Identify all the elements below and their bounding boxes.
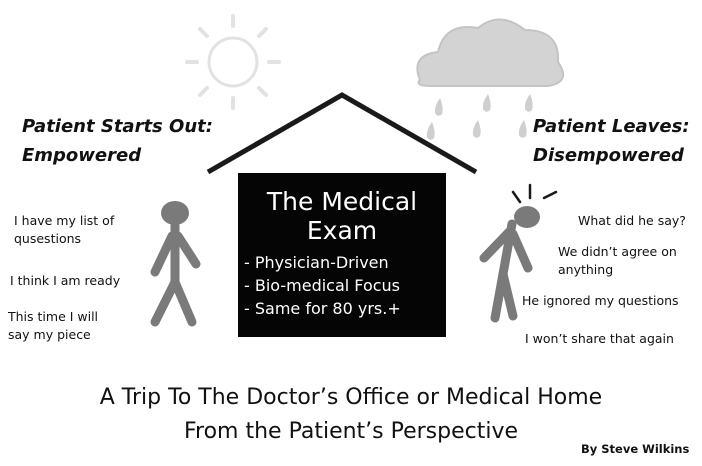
standing-person-icon — [150, 201, 201, 327]
right-thought: He ignored my questions — [522, 293, 679, 308]
right-thought: What did he say? — [578, 213, 686, 228]
rain-cloud-icon — [416, 18, 565, 140]
author-credit: By Steve Wilkins — [581, 442, 690, 456]
house-roof-icon — [206, 92, 478, 175]
right-heading-line2: Disempowered — [533, 145, 684, 166]
exam-list-item: - Bio-medical Focus — [244, 276, 400, 295]
caption-line1: A Trip To The Doctor’s Office or Medical… — [99, 385, 603, 410]
exam-title: The Medical Exam — [266, 187, 418, 245]
exam-list: - Physician-Driven - Bio-medical Focus -… — [244, 251, 446, 320]
slumped-person-icon — [479, 183, 558, 323]
caption-line2: From the Patient’s Perspective — [183, 419, 519, 444]
exam-list-item: - Same for 80 yrs.+ — [244, 299, 401, 318]
right-heading: Patient Leaves: Disempowered — [533, 116, 690, 166]
right-heading-line1: Patient Leaves: — [533, 116, 690, 137]
caption: A Trip To The Doctor’s Office or Medical… — [0, 383, 702, 447]
left-thought: I have my list of qusestions — [14, 213, 115, 246]
left-heading-line1: Patient Starts Out: — [22, 116, 213, 137]
medical-exam-box: The Medical Exam - Physician-Driven - Bi… — [238, 173, 446, 337]
left-thought: This time I will say my piece — [8, 309, 99, 342]
right-thought: We didn’t agree on anything — [558, 244, 677, 277]
right-thought: I won’t share that again — [525, 331, 674, 346]
sun-icon — [185, 14, 281, 110]
left-thought: I think I am ready — [10, 273, 121, 288]
exam-list-item: - Physician-Driven — [244, 253, 389, 272]
left-heading-line2: Empowered — [22, 145, 142, 166]
left-heading: Patient Starts Out: Empowered — [22, 116, 213, 166]
